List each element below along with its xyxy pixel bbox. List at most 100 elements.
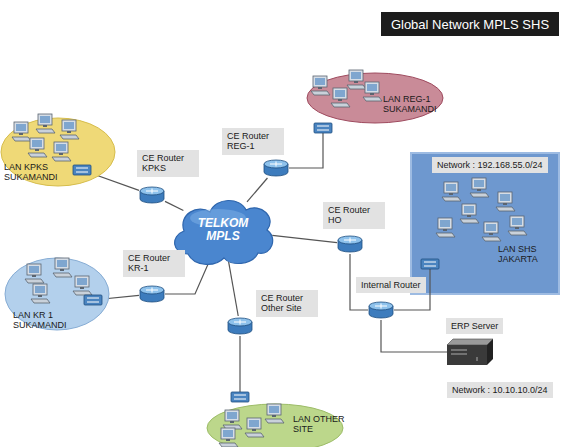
monitor-stand <box>477 189 481 191</box>
network-link <box>394 295 430 310</box>
monitor-stand <box>443 229 447 231</box>
lan-node: LAN OTHER SITE <box>205 388 355 447</box>
computer-icon <box>331 88 350 107</box>
device-label: CE Router HO <box>328 205 380 226</box>
monitor-stand <box>43 125 47 127</box>
lan-name: LAN KR 1 SUKAMANDI <box>13 310 75 331</box>
monitor <box>510 216 524 227</box>
label-box: Internal Router <box>356 277 426 293</box>
keyboard <box>363 97 382 101</box>
lan-ellipse <box>5 258 109 330</box>
server-front <box>447 345 487 365</box>
keyboard <box>31 299 50 303</box>
switch-body <box>231 392 249 402</box>
computer-icon <box>363 82 382 101</box>
screen <box>335 90 345 97</box>
computer-icon <box>53 258 72 277</box>
monitor-stand <box>38 295 42 297</box>
router-shape <box>227 316 253 336</box>
network-link <box>381 320 447 352</box>
label-area: LAN OTHER SITE <box>293 414 355 435</box>
screen <box>486 224 496 231</box>
computer-icon <box>219 428 238 447</box>
monitor <box>55 258 69 269</box>
device-label: CE Router KPKS <box>142 153 194 174</box>
cloud-shape <box>175 200 273 264</box>
router-shape <box>139 185 165 205</box>
router-arrows <box>344 238 356 243</box>
router-node: CE Router HO <box>337 234 363 254</box>
network-link <box>229 262 239 316</box>
keyboard <box>245 433 264 437</box>
switch-body <box>73 165 91 175</box>
lan-node: LAN REG-1 SUKAMANDI <box>305 62 447 140</box>
switch-icon <box>421 259 439 269</box>
cloud-label: TELKOM MPLS <box>191 217 255 243</box>
computer-icon <box>496 192 515 211</box>
monitor <box>38 114 52 125</box>
keyboard <box>60 135 79 139</box>
screen <box>16 124 26 131</box>
keyboard <box>496 207 515 211</box>
router-top <box>228 318 252 326</box>
switch-icon <box>73 165 91 175</box>
lan-ellipse <box>207 404 343 447</box>
monitor-stand <box>449 193 453 195</box>
title-banner: Global Network MPLS SHS <box>381 12 559 36</box>
monitor-stand <box>489 233 493 235</box>
computer-icon <box>436 218 455 237</box>
computer-icon <box>60 120 79 139</box>
computer-icon <box>73 276 92 295</box>
server-shape <box>447 337 495 367</box>
network-link <box>165 201 183 210</box>
label-box: Network : 10.10.10.0/24 <box>447 382 553 398</box>
computer-icon <box>245 418 264 437</box>
monitor-stand <box>503 203 507 205</box>
router-top <box>369 302 393 310</box>
computer-icon <box>31 284 50 303</box>
keyboard <box>347 85 366 89</box>
monitor-stand <box>60 269 64 271</box>
screen <box>227 412 237 419</box>
device-label: CE Router Other Site <box>261 293 313 314</box>
keyboard <box>219 443 238 447</box>
keyboard <box>442 197 461 201</box>
title-text: Global Network MPLS SHS <box>391 17 549 32</box>
computer-icon <box>508 216 527 235</box>
switch-arrows <box>317 126 329 130</box>
keyboard <box>470 193 489 197</box>
screen <box>64 122 74 129</box>
monitor-stand <box>226 439 230 441</box>
screen <box>367 84 377 91</box>
network-link <box>247 178 267 202</box>
router-top <box>140 187 164 195</box>
network-label: Network : 10.10.10.0/24 <box>452 385 548 395</box>
router-node: CE Router KPKS <box>139 185 165 205</box>
monitor <box>62 120 76 131</box>
keyboard <box>460 219 479 223</box>
monitor-stand <box>370 93 374 95</box>
screen <box>474 180 484 187</box>
router-arrows <box>146 189 158 194</box>
monitor <box>247 418 261 429</box>
monitor <box>438 218 452 229</box>
router-node: CE Router KR-1 <box>139 284 165 304</box>
router-arrows <box>234 320 246 325</box>
keyboard <box>508 231 527 235</box>
computer-icon <box>223 410 242 429</box>
lan-name: LAN OTHER SITE <box>293 414 355 435</box>
lan-node: LAN KR 1 SUKAMANDI <box>5 250 117 336</box>
computer-icon <box>470 178 489 197</box>
region-node: Network : 192.168.55.0/24LAN SHS JAKARTA <box>410 152 560 295</box>
router-arrows <box>146 288 158 293</box>
device-label: Network : 192.168.55.0/24 <box>437 160 543 170</box>
label-area: LAN KR 1 SUKAMANDI <box>13 310 75 331</box>
switch-body <box>421 259 439 269</box>
monitor <box>33 284 47 295</box>
screen <box>464 206 474 213</box>
label-box: ERP Server <box>446 318 503 334</box>
device-label: ERP Server <box>451 321 498 331</box>
monitor <box>462 204 476 215</box>
screen <box>29 266 39 273</box>
monitor-stand <box>35 149 39 151</box>
